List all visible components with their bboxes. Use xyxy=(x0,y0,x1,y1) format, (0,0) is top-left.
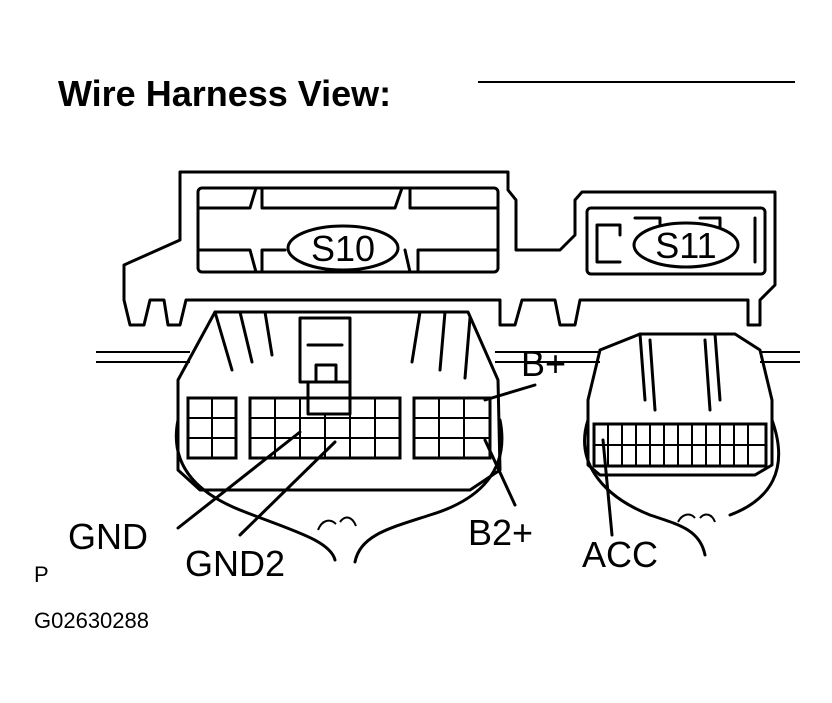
b2-plus-leader xyxy=(483,438,517,507)
p-mark: P xyxy=(34,562,49,587)
right-harness-connector-body xyxy=(586,332,774,477)
left-terminal-block-b xyxy=(248,396,402,460)
s11-top-block xyxy=(585,206,767,276)
left-wire-ends xyxy=(317,516,357,531)
right-wire-bundle xyxy=(583,418,781,557)
diagram-title: Wire Harness View: xyxy=(58,73,391,114)
b2-plus-label: B2+ xyxy=(468,512,533,553)
acc-leader xyxy=(601,438,614,537)
s10-top-ribs xyxy=(196,186,500,210)
right-wire-ends xyxy=(677,513,716,523)
gnd-leader xyxy=(176,430,302,530)
s11-label-oval xyxy=(632,221,740,269)
s10-label-oval xyxy=(286,224,400,272)
connector-housing-outline xyxy=(122,170,777,327)
left-terminal-block-c xyxy=(412,396,492,460)
figure-code: G02630288 xyxy=(34,608,149,633)
acc-label: ACC xyxy=(582,534,658,575)
right-terminal-block xyxy=(592,422,768,468)
s11-ribs xyxy=(595,216,757,264)
left-connector-top-ribs xyxy=(213,310,472,380)
s10-bottom-ribs xyxy=(196,248,500,274)
s10-label: S10 xyxy=(311,228,375,269)
left-terminal-block-a xyxy=(186,396,238,460)
s10-top-block xyxy=(196,186,500,274)
left-wire-bundle xyxy=(174,418,504,564)
gnd2-label: GND2 xyxy=(185,543,285,584)
b-plus-leader xyxy=(483,383,537,402)
gnd-label: GND xyxy=(68,516,148,557)
right-connector-ribs xyxy=(638,332,722,412)
b-plus-label: B+ xyxy=(521,343,566,384)
gnd2-leader xyxy=(238,440,337,537)
left-harness-connector-body xyxy=(176,310,502,492)
s11-label: S11 xyxy=(655,225,716,266)
left-connector-lock-tab xyxy=(298,316,352,384)
